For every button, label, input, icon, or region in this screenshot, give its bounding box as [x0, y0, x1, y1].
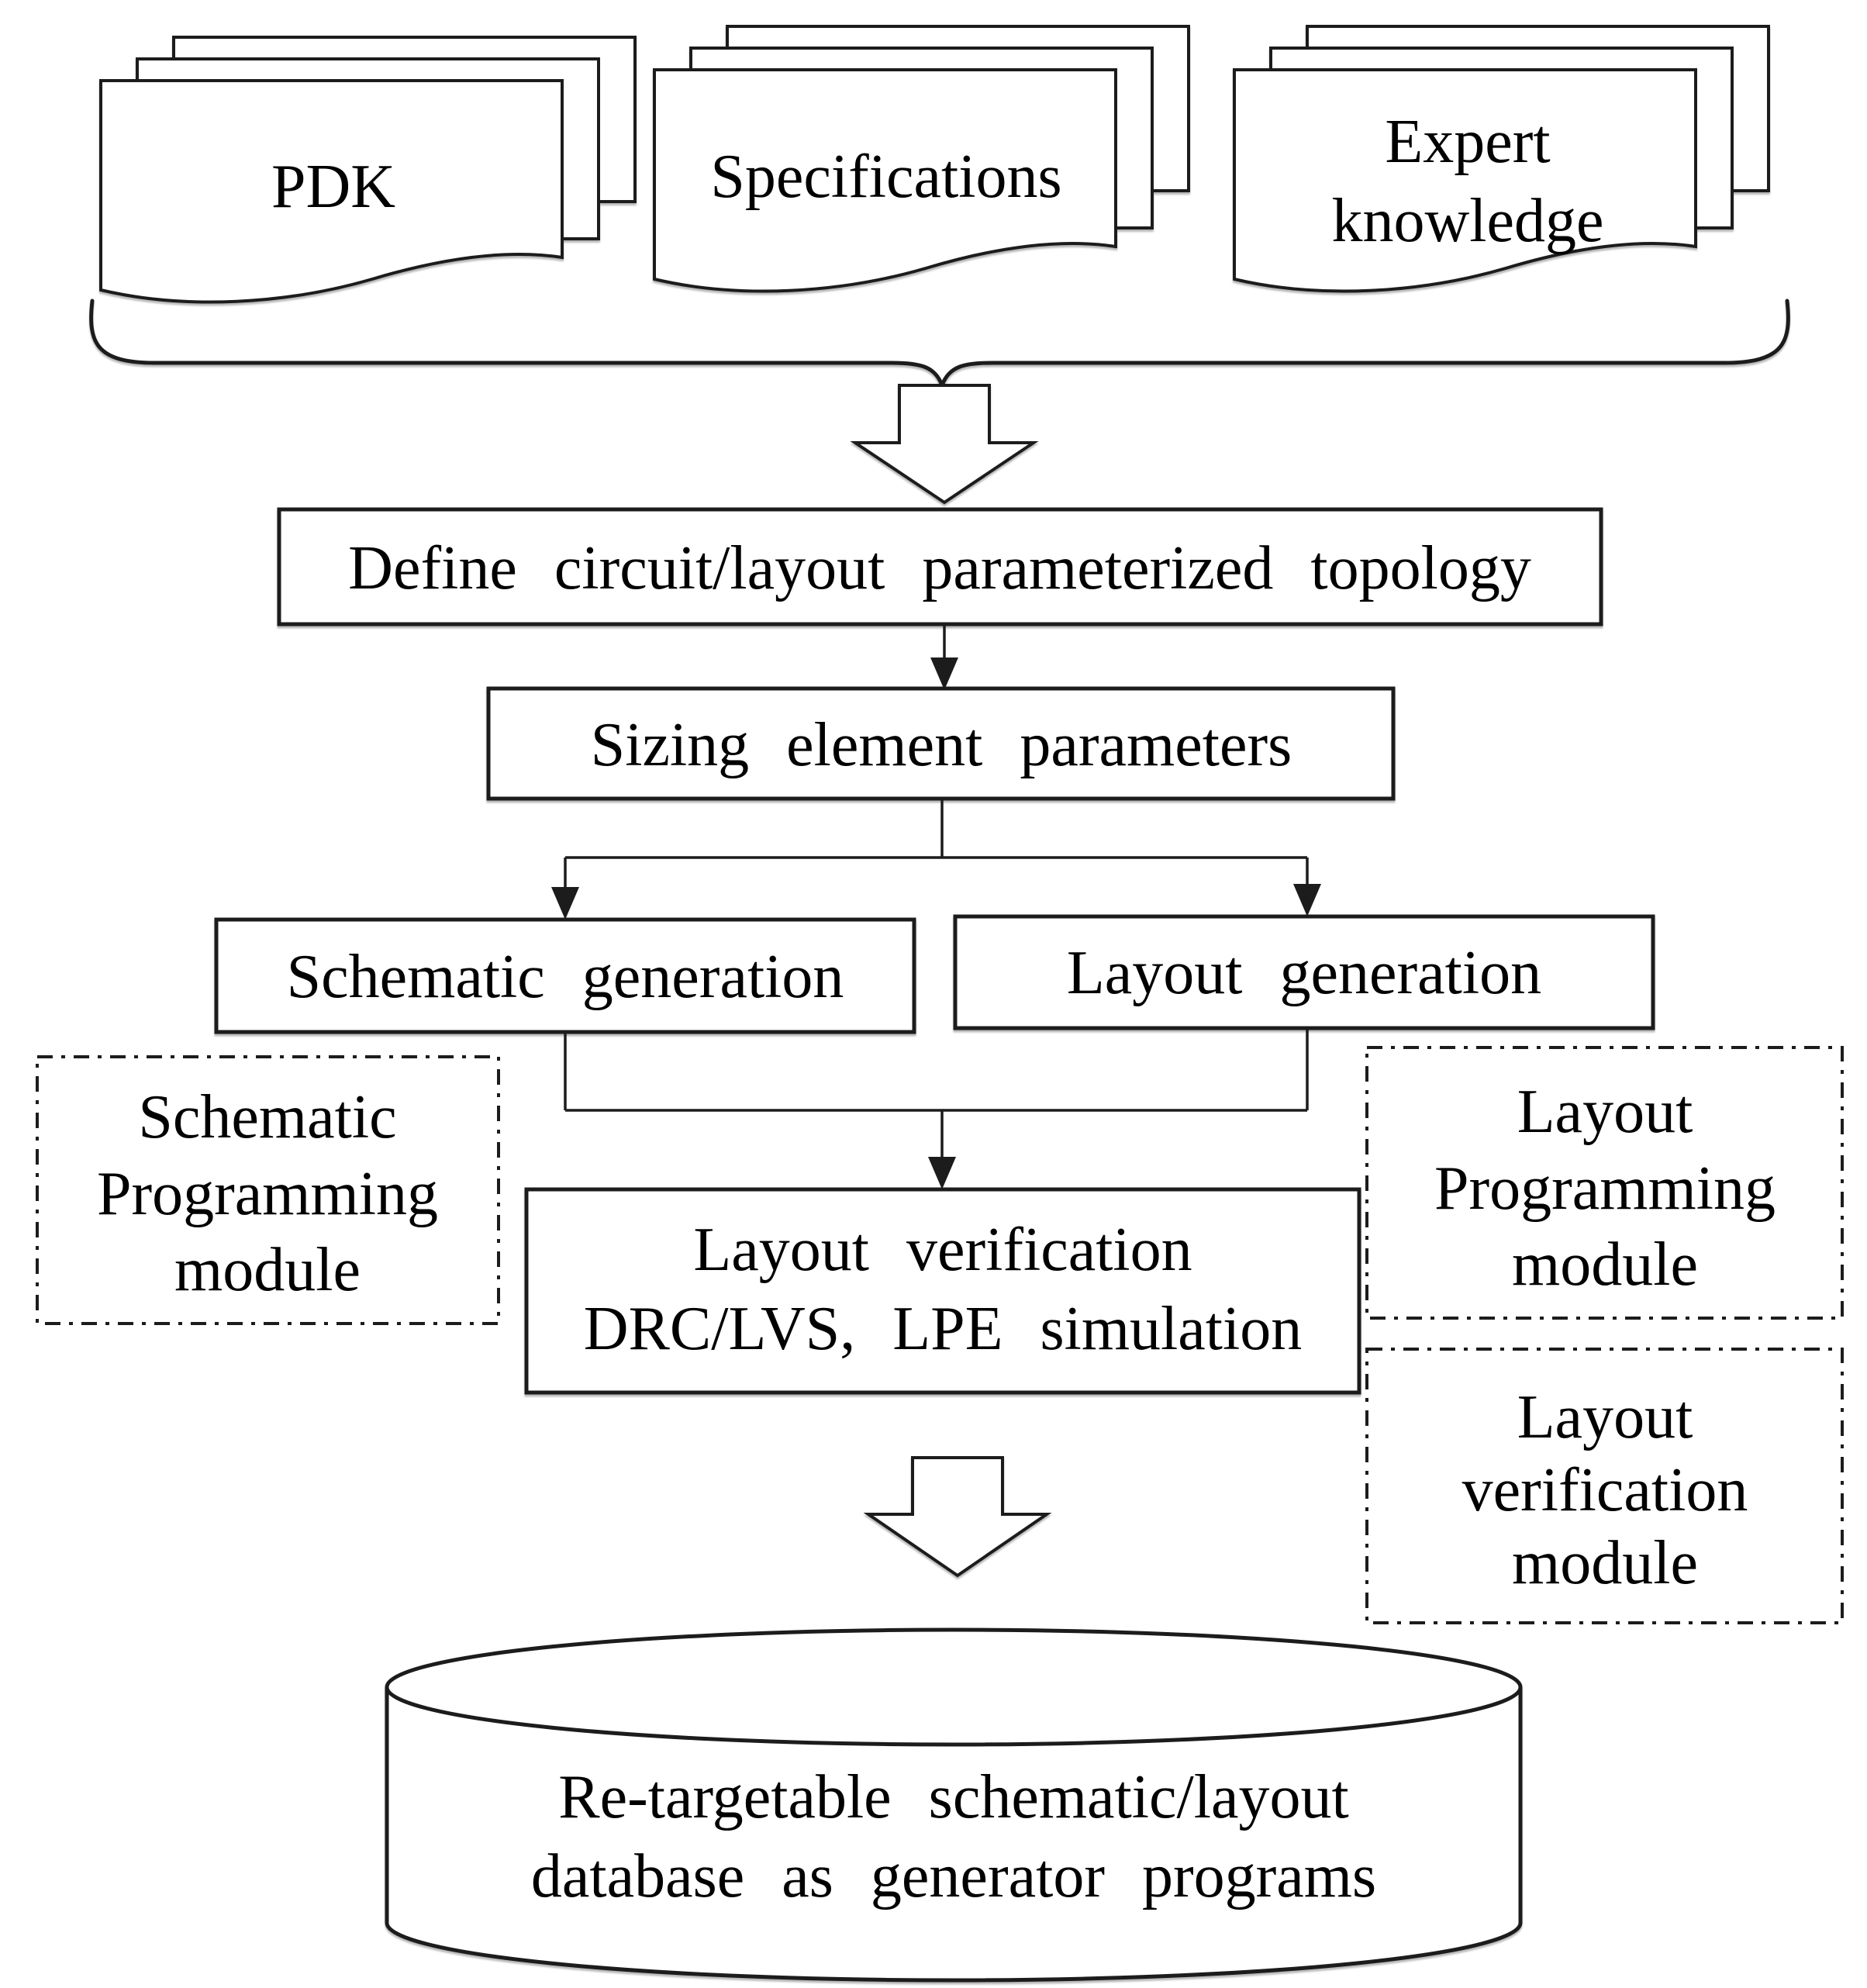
pdk-document-stack	[99, 36, 637, 304]
arrowhead-into-sizing	[930, 657, 958, 690]
layout-verification-label-line-1: Layout verification	[693, 1216, 1192, 1284]
database-cylinder-body	[385, 1687, 1523, 1983]
sizing-box	[486, 686, 1396, 801]
database-label-line-1: Re-targetable schematic/layout	[558, 1763, 1348, 1831]
schematic-generation-label: Schematic generation	[287, 943, 844, 1011]
arrowhead-into-layout-generation	[1293, 884, 1321, 916]
specifications-label: Specifications	[710, 143, 1061, 211]
layout-verification-module-box	[1365, 1348, 1844, 1624]
pdk-label: PDK	[271, 153, 395, 221]
layout-programming-module-line-3: module	[1512, 1230, 1698, 1299]
schematic-programming-module-line-2: Programming	[97, 1160, 438, 1228]
verification-to-database-block-arrow	[863, 1456, 1052, 1578]
process-flow: Define circuit/layout parameterized topo…	[214, 507, 1655, 1395]
database-label-line-2: database as generator programs	[531, 1842, 1376, 1910]
inputs-to-define-block-arrow	[850, 384, 1039, 505]
layout-verification-module-line-3: module	[1512, 1529, 1698, 1597]
layout-programming-module-line-1: Layout	[1517, 1078, 1693, 1146]
arrowhead-into-schematic-generation	[551, 887, 579, 920]
specifications-document-stack	[653, 25, 1190, 293]
define-topology-box	[277, 507, 1603, 626]
schematic-programming-module-box	[36, 1055, 500, 1325]
define-topology-label: Define circuit/layout parameterized topo…	[348, 534, 1531, 602]
schematic-generation-box	[214, 917, 916, 1034]
expert-knowledge-label-line-2: knowledge	[1331, 187, 1603, 255]
input-documents	[99, 25, 1770, 304]
layout-programming-module-box	[1365, 1046, 1844, 1320]
expert-knowledge-document	[1233, 68, 1697, 293]
inputs-brace	[89, 299, 1790, 392]
layout-verification-label-line-2: DRC/LVS, LPE simulation	[584, 1295, 1303, 1363]
arrowhead-into-verification	[928, 1157, 956, 1189]
expert-knowledge-document-stack	[1233, 25, 1770, 293]
sizing-label: Sizing element parameters	[591, 711, 1292, 779]
database-cylinder-top	[385, 1627, 1523, 1747]
layout-generation-box	[953, 914, 1655, 1030]
pdk-document	[99, 79, 564, 304]
schematic-programming-module-line-1: Schematic	[138, 1083, 396, 1151]
layout-verification-module-line-2: verification	[1462, 1456, 1748, 1524]
expert-knowledge-label-line-1: Expert	[1385, 108, 1550, 176]
database-cylinder	[385, 1627, 1523, 1983]
layout-verification-box	[524, 1187, 1361, 1395]
layout-generation-label: Layout generation	[1067, 939, 1541, 1007]
specifications-document	[653, 68, 1117, 293]
layout-verification-module-line-1: Layout	[1517, 1383, 1693, 1451]
layout-programming-module-line-2: Programming	[1434, 1154, 1776, 1223]
module-boxes: Schematic Programming module Layout Prog…	[36, 1046, 1844, 1624]
schematic-programming-module-line-3: module	[174, 1236, 361, 1304]
